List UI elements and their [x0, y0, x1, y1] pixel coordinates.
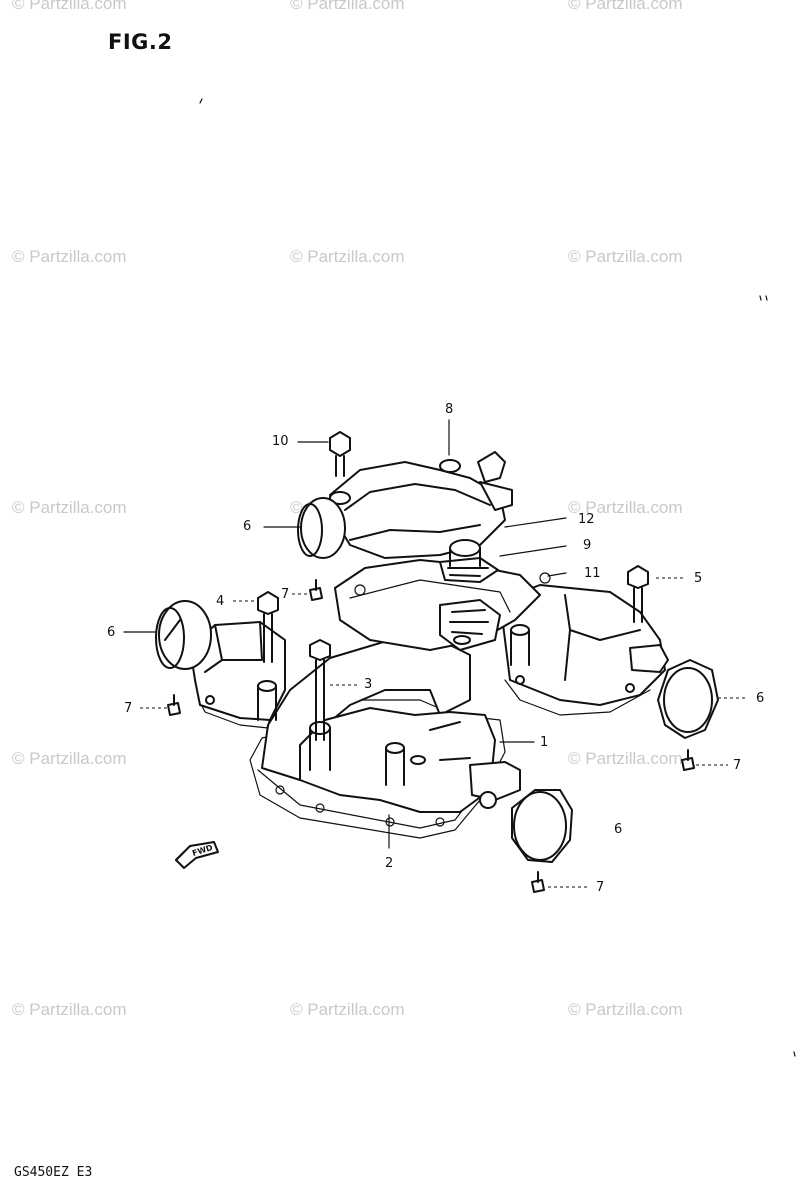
callout-9: 9 — [583, 538, 592, 553]
watermark: © Partzilla.com — [568, 1000, 683, 1019]
callout-7: 7 — [596, 880, 605, 895]
callout-11: 11 — [584, 566, 601, 581]
watermark: © Partzilla.com — [290, 247, 405, 266]
callout-7: 7 — [733, 758, 742, 773]
watermark: © Partzilla.com — [12, 1000, 127, 1019]
cover-left-block — [189, 621, 286, 729]
watermark: © Partzilla.com — [568, 247, 683, 266]
callout-1: 1 — [540, 735, 549, 750]
callout-10: 10 — [272, 434, 289, 449]
callout-3: 3 — [364, 677, 373, 692]
callout-12: 12 — [578, 512, 595, 527]
callout-2: 2 — [385, 856, 394, 871]
bolt-10 — [329, 431, 351, 477]
callout-7: 7 — [124, 701, 133, 716]
bolt-4 — [257, 591, 279, 663]
figure-title: FIG.2 — [108, 30, 173, 54]
fwd-arrow-icon — [175, 841, 219, 869]
breather-cap-8 — [329, 451, 513, 567]
screw-7-b — [167, 694, 181, 716]
middle-plate — [334, 557, 551, 651]
plug-6-left — [155, 600, 212, 670]
reed-valve-11 — [439, 599, 501, 651]
callout-6: 6 — [756, 691, 765, 706]
plug-6-right — [657, 659, 719, 739]
callout-8: 8 — [445, 402, 454, 417]
watermark: © Partzilla.com — [12, 749, 127, 768]
callout-4: 4 — [216, 594, 225, 609]
callout-6: 6 — [243, 519, 252, 534]
watermark: © Partzilla.com — [12, 498, 127, 517]
watermark: © Partzilla.com — [290, 0, 405, 13]
watermark: © Partzilla.com — [12, 0, 127, 13]
callout-6: 6 — [107, 625, 116, 640]
watermark: © Partzilla.com — [568, 0, 683, 13]
model-code: GS450EZ E3 — [14, 1165, 93, 1180]
watermark: © Partzilla.com — [290, 1000, 405, 1019]
callout-6: 6 — [614, 822, 623, 837]
watermark: © Partzilla.com — [568, 749, 683, 768]
cover-lower-assembly — [249, 639, 521, 839]
leader-lines — [123, 419, 746, 888]
screw-7-c — [681, 749, 695, 771]
plug-6-lower — [511, 789, 573, 863]
watermark: © Partzilla.com — [568, 498, 683, 517]
screw-7-a — [309, 579, 323, 601]
screw-7-d — [531, 871, 545, 893]
bolt-3 — [309, 639, 331, 741]
cover-right-block — [499, 584, 669, 716]
bolt-5 — [627, 565, 649, 623]
callout-5: 5 — [694, 571, 703, 586]
callout-7: 7 — [281, 587, 290, 602]
watermark: © Partzilla.com — [12, 247, 127, 266]
plug-6-upper-left — [297, 497, 346, 559]
